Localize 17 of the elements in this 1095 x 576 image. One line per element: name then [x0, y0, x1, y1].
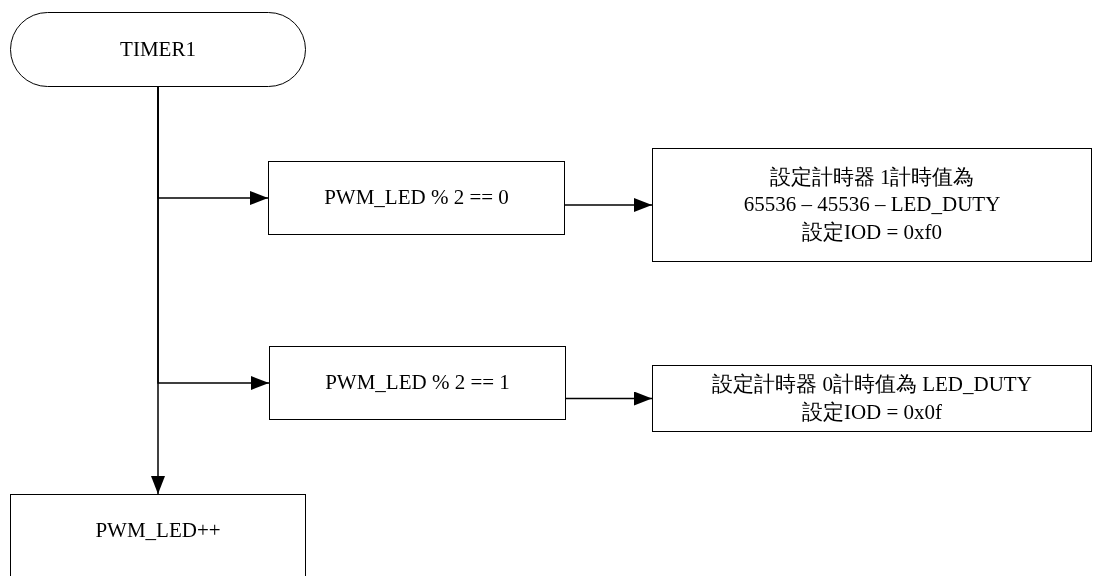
process-box: [652, 365, 1092, 432]
process-box: [652, 148, 1092, 262]
box-text: 設定計時器 1計時值為: [769, 164, 975, 192]
box-text: PWM_LED % 2 == 0: [324, 184, 509, 212]
arrow: [565, 391, 653, 406]
arrow: [151, 86, 165, 495]
arrow: [564, 198, 653, 212]
box-text: PWM_LED % 2 == 1: [325, 369, 510, 397]
box-text: TIMER1: [120, 35, 196, 63]
process-box: [10, 494, 306, 576]
box-text: 設定IOD = 0x0f: [801, 398, 943, 426]
box-text: 設定計時器 0計時值為 LED_DUTY: [712, 371, 1032, 399]
box-text: 設定IOD = 0xf0: [801, 218, 943, 246]
box-text: 65536 – 45536 – LED_DUTY: [743, 191, 1001, 219]
process-box: [269, 346, 566, 420]
process-box: [268, 161, 565, 235]
box-text: PWM_LED++: [95, 517, 221, 544]
